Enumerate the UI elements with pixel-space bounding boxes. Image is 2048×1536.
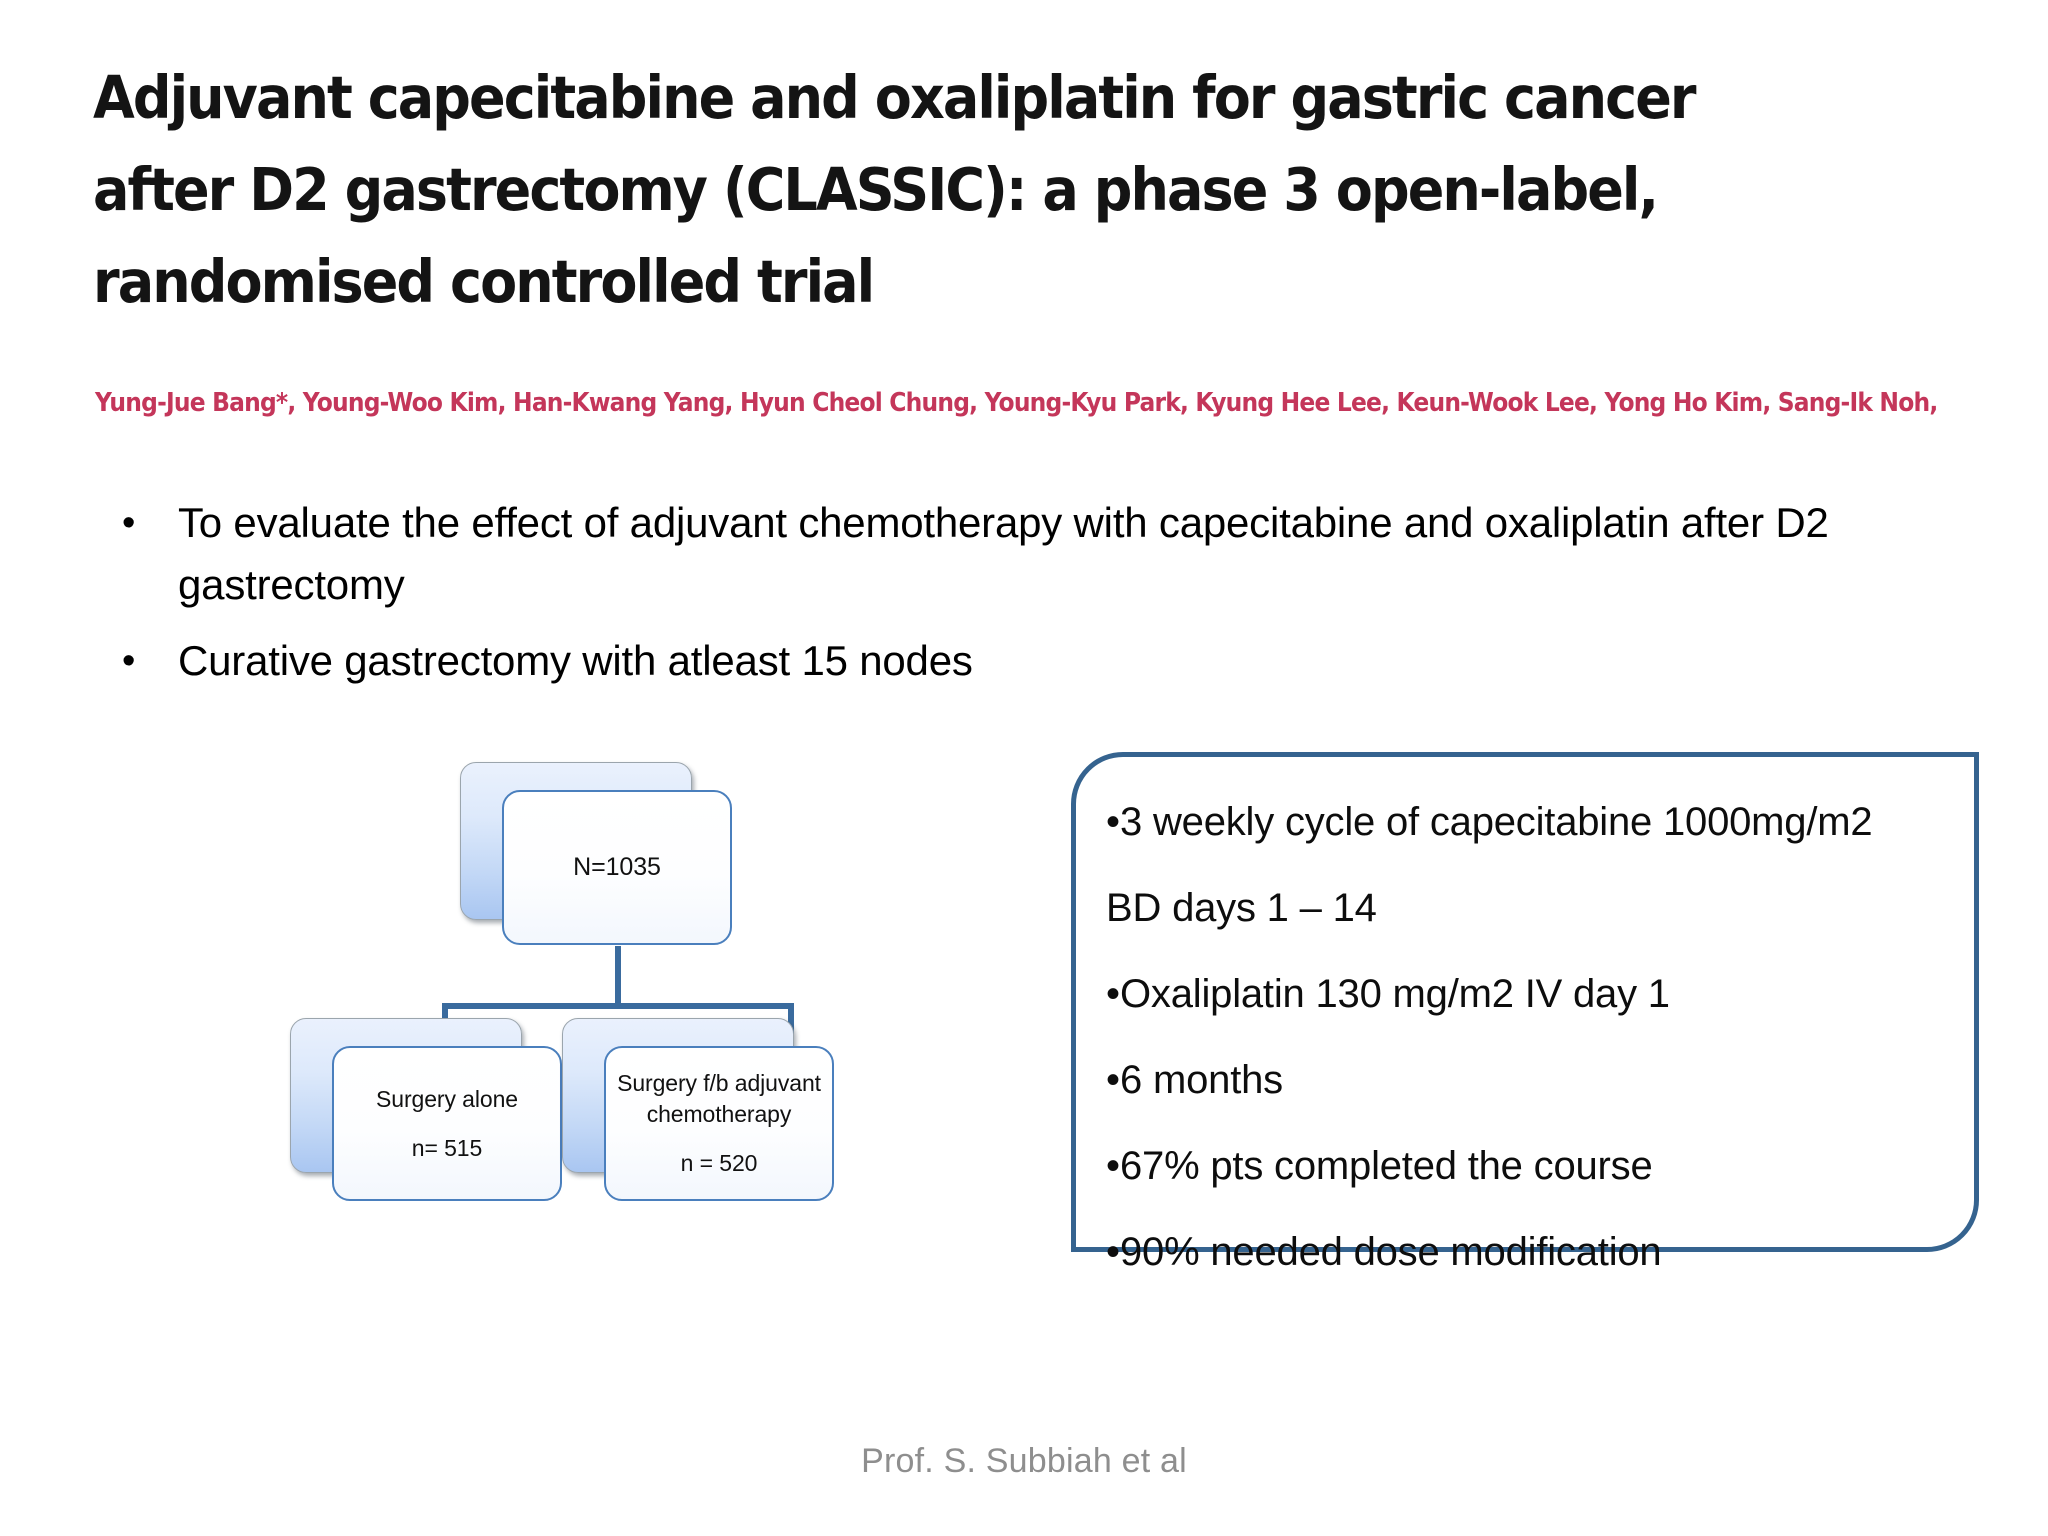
callout-item: •90% needed dose modification xyxy=(1106,1209,1948,1295)
callout-text: 67% pts completed the course xyxy=(1120,1144,1653,1188)
bullet-text: To evaluate the effect of adjuvant chemo… xyxy=(178,499,1829,608)
flow-node-surgery-alone-count: n= 515 xyxy=(411,1134,483,1161)
bullet-list: • To evaluate the effect of adjuvant che… xyxy=(112,492,1942,706)
callout-bullet-icon: • xyxy=(1106,1058,1121,1102)
bullet-text: Curative gastrectomy with atleast 15 nod… xyxy=(178,637,973,684)
paper-title-line-3: randomised controlled trial xyxy=(93,247,875,316)
callout-text: 3 weekly cycle of capecitabine 1000mg/m2 xyxy=(1120,800,1873,844)
flow-node-surgery-chemo-count: n = 520 xyxy=(680,1150,758,1176)
callout-item: •6 months xyxy=(1106,1037,1948,1123)
regimen-callout-box: •3 weekly cycle of capecitabine 1000mg/m… xyxy=(1071,752,1979,1274)
flow-node-surgery-chemo: Surgery f/b adjuvant chemotherapy n = 52… xyxy=(562,1018,834,1201)
flow-node-surgery-alone-label: Surgery alone xyxy=(376,1085,518,1112)
flow-node-surgery-alone: Surgery alone n= 515 xyxy=(290,1018,562,1201)
flow-node-card: Surgery alone n= 515 xyxy=(332,1046,562,1201)
flow-node-surgery-chemo-label-line1: Surgery f/b adjuvant xyxy=(617,1070,821,1096)
paper-title-line-2: after D2 gastrectomy (CLASSIC): a phase … xyxy=(93,155,1659,224)
bullet-item: • To evaluate the effect of adjuvant che… xyxy=(112,492,1942,616)
flow-node-total-label: N=1035 xyxy=(573,853,661,881)
callout-text: 90% needed dose modification xyxy=(1120,1230,1662,1274)
callout-bullet-icon: • xyxy=(1106,1230,1121,1274)
bullet-marker-icon: • xyxy=(122,502,136,544)
bullet-item: • Curative gastrectomy with atleast 15 n… xyxy=(112,630,1942,692)
callout-item: •3 weekly cycle of capecitabine 1000mg/m… xyxy=(1106,779,1948,865)
connector-horizontal xyxy=(442,1003,794,1009)
callout-bullet-icon: • xyxy=(1106,800,1121,844)
callout-bullet-icon: • xyxy=(1106,972,1121,1016)
callout-item: BD days 1 – 14 xyxy=(1106,865,1948,951)
flow-node-total: N=1035 xyxy=(460,762,732,945)
callout-bullet-icon: • xyxy=(1106,1144,1121,1188)
bullet-marker-icon: • xyxy=(122,640,136,682)
connector-stem xyxy=(615,946,621,1008)
callout-text: Oxaliplatin 130 mg/m2 IV day 1 xyxy=(1120,972,1670,1016)
callout-text: BD days 1 – 14 xyxy=(1106,886,1377,930)
flow-node-card: N=1035 xyxy=(502,790,732,945)
paper-title: Adjuvant capecitabine and oxaliplatin fo… xyxy=(93,52,1993,328)
flow-node-surgery-chemo-label-line2: chemotherapy xyxy=(646,1101,792,1127)
paper-title-line-1: Adjuvant capecitabine and oxaliplatin fo… xyxy=(93,63,1697,132)
callout-item: •67% pts completed the course xyxy=(1106,1123,1948,1209)
callout-text: 6 months xyxy=(1120,1058,1283,1102)
paper-author-list: Yung-Jue Bang*, Young-Woo Kim, Han-Kwang… xyxy=(95,388,1938,418)
callout-item: •Oxaliplatin 130 mg/m2 IV day 1 xyxy=(1106,951,1948,1037)
slide-footer: Prof. S. Subbiah et al xyxy=(861,1442,1187,1480)
flow-node-card: Surgery f/b adjuvant chemotherapy n = 52… xyxy=(604,1046,834,1201)
trial-flowchart: N=1035 Surgery alone n= 515 Surgery f/b … xyxy=(290,762,990,1262)
